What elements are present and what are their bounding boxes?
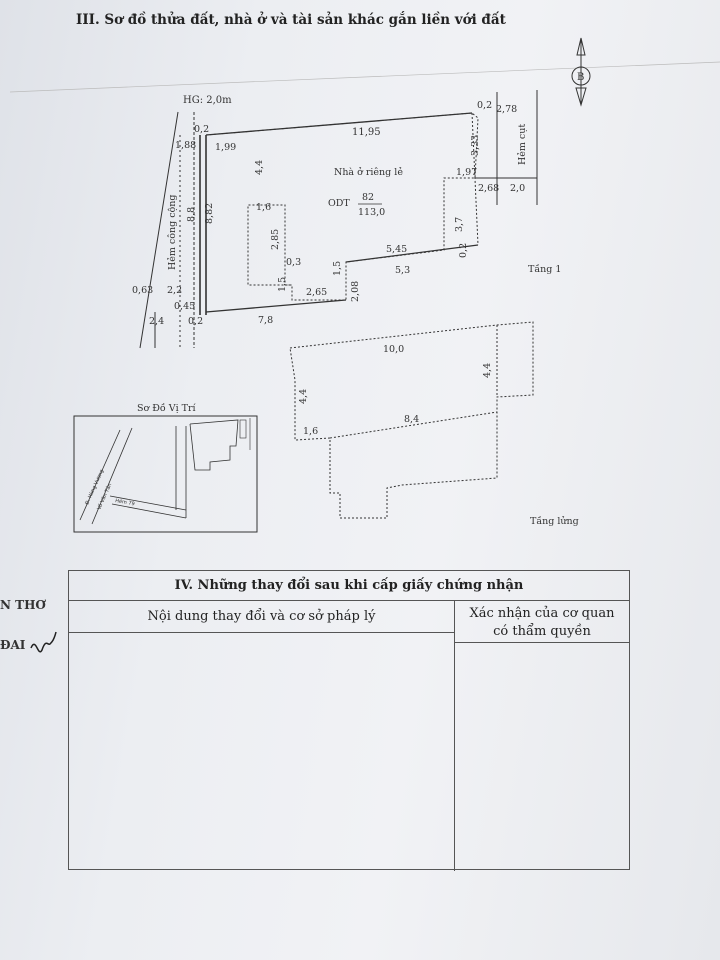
dim-label: 1,5 — [332, 261, 343, 276]
dim-label: 1,5 — [277, 277, 288, 292]
dim-label: 3,33 — [470, 135, 481, 156]
confirmation-column: Xác nhận của cơ quan có thẩm quyền — [455, 601, 629, 871]
dim-label: 10,0 — [383, 344, 404, 355]
dim-label: 7,8 — [258, 315, 273, 326]
dim-label: 8,8 — [186, 207, 197, 222]
dim-label: 2,85 — [270, 229, 281, 250]
dim-label: 2,78 — [496, 104, 517, 115]
dim-label: 2,4 — [149, 316, 164, 327]
house-type-label: Nhà ở riêng lẻ — [334, 167, 403, 178]
section-3-heading: III. Sơ đồ thửa đất, nhà ở và tài sản kh… — [76, 12, 506, 28]
dim-label: 1,88 — [175, 140, 196, 151]
dim-label: 2,68 — [478, 183, 499, 194]
dim-label: 0,2 — [477, 100, 492, 111]
mezzanine-outline — [289, 321, 534, 519]
changes-content-column: Nội dung thay đổi và cơ sở pháp lý — [69, 601, 455, 871]
dim-label: 11,95 — [352, 127, 381, 138]
parcel-area: 113,0 — [358, 207, 385, 218]
land-code-label: ODT — [328, 198, 350, 209]
parcel-number: 82 — [362, 192, 374, 203]
column-header-confirmation: Xác nhận của cơ quan có thẩm quyền — [455, 601, 629, 643]
dim-label: 1,99 — [215, 142, 236, 153]
signature-mark — [30, 631, 57, 653]
dim-label: 4,4 — [482, 363, 493, 378]
dim-label: 5,45 — [386, 244, 407, 255]
compass-label: B — [577, 72, 584, 83]
dim-label: 0,2 — [188, 316, 203, 327]
header-line: Xác nhận của cơ quan — [469, 606, 615, 621]
dim-label: 0,2 — [458, 243, 469, 258]
dim-label: 1,6 — [303, 426, 318, 437]
dim-label: 5,3 — [395, 265, 410, 276]
dim-label: 0,63 — [132, 285, 153, 296]
hg-label: HG: 2,0m — [183, 95, 232, 106]
land-plot-diagram: B HG: 2,0m 0,2 1,88 1,99 11,95 0,2 2,78 … — [9, 37, 720, 533]
floor1-outline — [205, 112, 479, 301]
margin-text: N THƠ — [0, 598, 46, 612]
dim-label: 0,3 — [286, 257, 301, 268]
dim-label: 2,08 — [350, 281, 361, 302]
dim-label: 2,2 — [167, 285, 182, 296]
location-map-title: Sơ Đồ Vị Trí — [137, 403, 197, 414]
dead-end-alley-label: Hẻm cụt — [517, 124, 528, 165]
dim-label: 1,6 — [256, 202, 271, 213]
floor1-label: Tầng 1 — [528, 264, 561, 275]
fold-line — [9, 61, 720, 93]
dim-label: 4,4 — [254, 160, 265, 175]
dim-label: 8,4 — [404, 414, 419, 425]
dim-label: 3,7 — [454, 217, 465, 232]
dim-label: 8,82 — [204, 203, 215, 224]
column-header-content: Nội dung thay đổi và cơ sở pháp lý — [69, 601, 454, 633]
public-alley — [139, 111, 207, 349]
changes-table: IV. Những thay đổi sau khi cấp giấy chứn… — [68, 570, 630, 871]
section-4-title: IV. Những thay đổi sau khi cấp giấy chứn… — [69, 571, 629, 601]
dim-label: 0,2 — [194, 124, 209, 135]
mezzanine-label: Tầng lửng — [530, 516, 579, 527]
dim-label: 2,0 — [510, 183, 525, 194]
dim-label: 0,45 — [174, 301, 195, 312]
dim-label: 1,97 — [456, 167, 477, 178]
dead-end-alley — [475, 90, 538, 205]
header-line: có thẩm quyền — [493, 624, 591, 639]
location-map: Đ. Hùng Vương Võ Văn Tần Hẻm 79 — [73, 415, 258, 533]
dim-label: 2,65 — [306, 287, 327, 298]
margin-text: ĐAI — [0, 638, 26, 652]
dim-label: 4,4 — [298, 389, 309, 404]
public-alley-label: Hẻm công cộng — [167, 195, 178, 270]
north-arrow-icon: B — [571, 37, 591, 107]
alley-label: Hẻm 79 — [115, 497, 136, 507]
